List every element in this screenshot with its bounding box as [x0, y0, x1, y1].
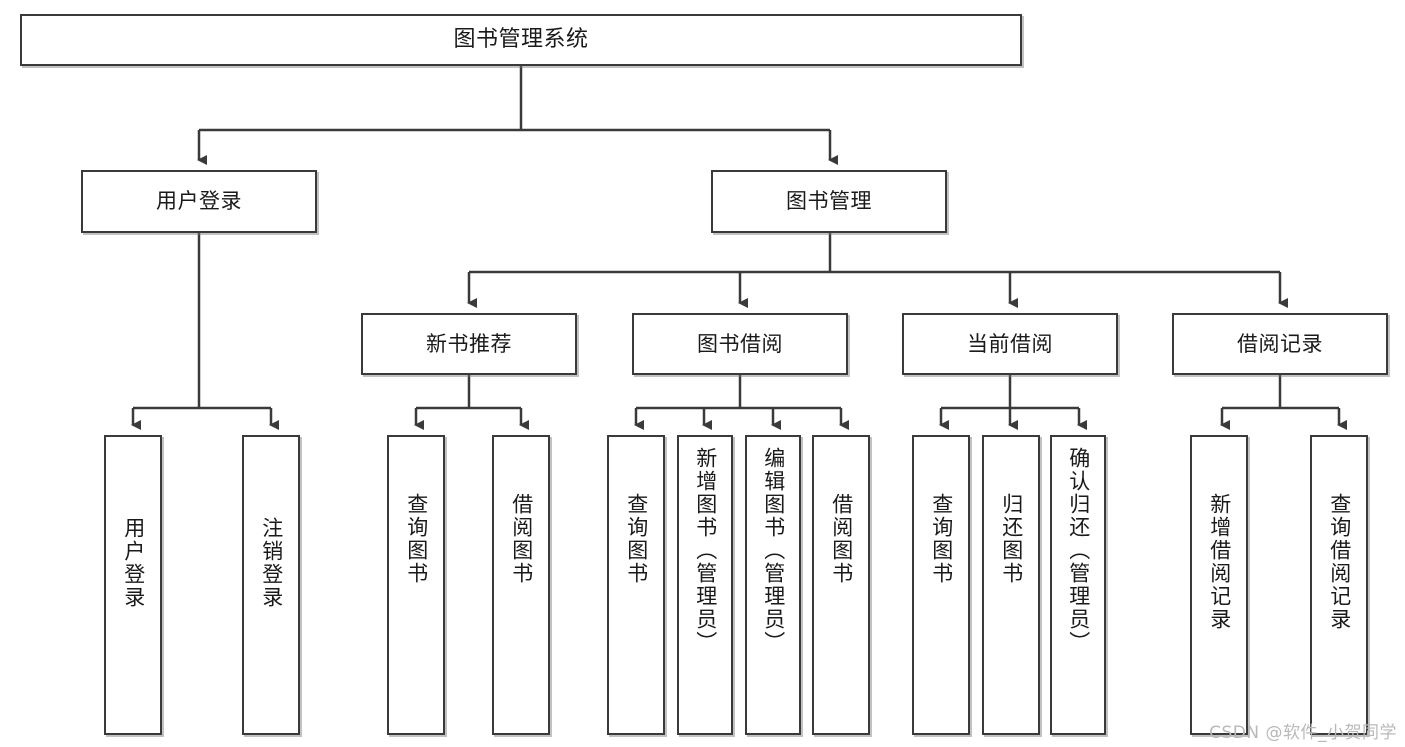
node-leaf-query-book-recommend[interactable]: 查询图书 — [387, 435, 445, 735]
node-root-system[interactable]: 图书管理系统 — [20, 14, 1022, 66]
node-leaf-add-book-admin[interactable]: 新增图书（管理员） — [677, 435, 733, 735]
node-label: 查询图书 — [929, 493, 954, 585]
node-label: 查询图书 — [404, 493, 429, 585]
node-leaf-borrow-book[interactable]: 借阅图书 — [812, 435, 870, 735]
node-new-book-recommend[interactable]: 新书推荐 — [361, 313, 577, 375]
node-label: 新书推荐 — [426, 331, 512, 356]
node-leaf-confirm-return-admin[interactable]: 确认归还（管理员） — [1050, 435, 1106, 735]
node-label: 借阅记录 — [1237, 331, 1323, 356]
node-book-borrow[interactable]: 图书借阅 — [632, 313, 848, 375]
node-current-borrow[interactable]: 当前借阅 — [902, 313, 1118, 375]
node-leaf-query-book-current[interactable]: 查询图书 — [912, 435, 970, 735]
node-label: 借阅图书 — [509, 493, 534, 585]
node-label: 图书管理 — [786, 189, 872, 214]
node-label: 注销登录 — [259, 517, 284, 609]
node-label: 图书借阅 — [697, 331, 783, 356]
node-leaf-query-book[interactable]: 查询图书 — [607, 435, 665, 735]
node-leaf-user-login[interactable]: 用户登录 — [104, 435, 162, 735]
node-label: 当前借阅 — [967, 331, 1053, 356]
node-label: 查询借阅记录 — [1327, 493, 1352, 631]
node-label: 图书管理系统 — [453, 27, 589, 53]
node-label: 新增借阅记录 — [1207, 493, 1232, 631]
node-label: 新增图书（管理员） — [693, 447, 718, 654]
watermark: CSDN @软件_小贺同学 — [1209, 723, 1397, 743]
node-label: 查询图书 — [624, 493, 649, 585]
node-leaf-logout[interactable]: 注销登录 — [242, 435, 300, 735]
node-leaf-edit-book-admin[interactable]: 编辑图书（管理员） — [745, 435, 801, 735]
node-label: 借阅图书 — [829, 493, 854, 585]
node-leaf-add-borrow-record[interactable]: 新增借阅记录 — [1190, 435, 1248, 735]
node-label: 归还图书 — [999, 493, 1024, 585]
node-leaf-return-book[interactable]: 归还图书 — [982, 435, 1040, 735]
node-label: 用户登录 — [121, 517, 146, 609]
node-leaf-query-borrow-record[interactable]: 查询借阅记录 — [1310, 435, 1368, 735]
node-label: 确认归还（管理员） — [1066, 447, 1091, 654]
node-book-management[interactable]: 图书管理 — [711, 170, 947, 233]
node-user-login[interactable]: 用户登录 — [81, 170, 317, 233]
node-label: 用户登录 — [156, 189, 242, 214]
node-label: 编辑图书（管理员） — [761, 447, 786, 654]
node-leaf-borrow-book-recommend[interactable]: 借阅图书 — [492, 435, 550, 735]
node-borrow-record[interactable]: 借阅记录 — [1172, 313, 1388, 375]
